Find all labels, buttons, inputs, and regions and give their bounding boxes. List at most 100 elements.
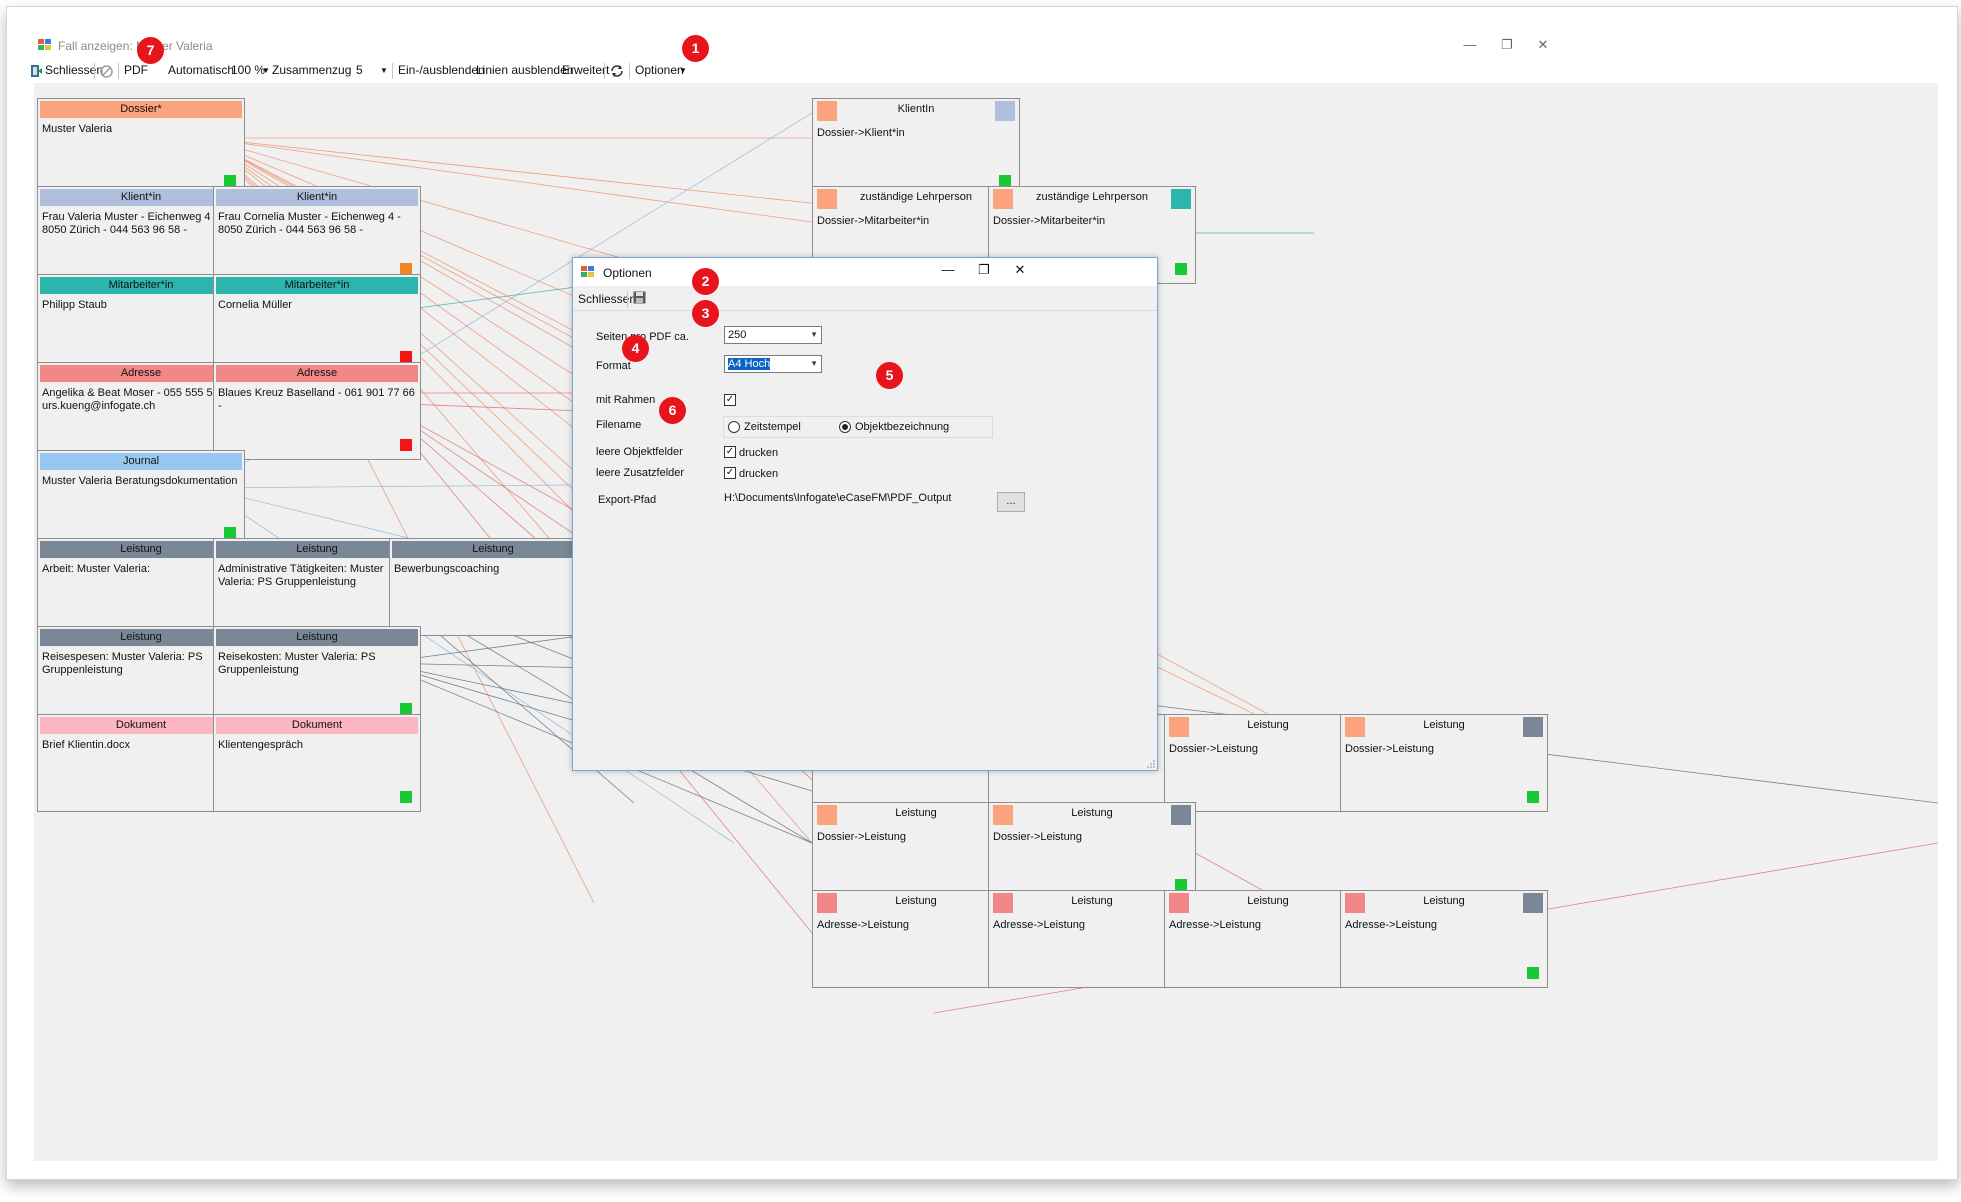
badge-1: 1	[682, 35, 709, 62]
main-window: Fall anzeigen: Muster Valeria — ❐ ✕ Schl…	[31, 31, 1938, 1161]
objname-radio[interactable]	[839, 421, 851, 433]
source-color-chip	[817, 101, 837, 121]
hide-lines-button[interactable]: Linien ausblenden	[476, 63, 574, 77]
node-header: Leistung	[1423, 895, 1465, 907]
node-header: Leistung	[216, 541, 418, 558]
chevron-down-icon: ▼	[810, 359, 818, 368]
status-indicator	[400, 351, 412, 363]
dialog-close-text-button[interactable]: Schliessen	[578, 292, 637, 306]
collapse-dropdown-arrow-icon[interactable]: ▼	[380, 66, 388, 75]
refresh-icon[interactable]	[610, 64, 624, 78]
options-dropdown-arrow-icon[interactable]: ▼	[679, 66, 687, 75]
collapse-threshold-dropdown[interactable]: 5	[354, 63, 390, 78]
timestamp-radio-label[interactable]: Zeitstempel	[744, 421, 801, 433]
cancel-icon[interactable]	[100, 65, 113, 78]
node-header: Klient*in	[40, 189, 242, 206]
node-text: Klientengespräch	[218, 739, 304, 751]
zoom-dropdown-arrow-icon[interactable]: ▼	[262, 66, 270, 75]
entity-node[interactable]: Dossier*Muster Valeria	[37, 98, 245, 196]
toolbar-separator	[392, 63, 393, 79]
target-color-chip	[1171, 189, 1191, 209]
dialog-toolbar-divider	[573, 310, 1157, 311]
resize-grip-icon[interactable]	[1147, 760, 1155, 768]
empty-extra-checkbox[interactable]: ✓	[724, 467, 736, 479]
node-header: Dokument	[216, 717, 418, 734]
empty-extra-label: leere Zusatzfelder	[596, 467, 685, 479]
dialog-close-button[interactable]: ✕	[1014, 262, 1026, 277]
node-header: Leistung	[895, 807, 937, 819]
auto-button[interactable]: Automatisch	[168, 63, 235, 77]
status-indicator	[999, 175, 1011, 187]
options-button[interactable]: Optionen	[635, 63, 684, 77]
node-text: Frau Valeria Muster - Eichenweg 4 - 8050…	[42, 211, 218, 236]
node-text: Angelika & Beat Moser - 055 555 55 55 - …	[42, 387, 241, 412]
node-text: Dossier->Leistung	[817, 831, 906, 843]
frame-checkbox[interactable]: ✓	[724, 394, 736, 406]
toolbar: Schliessen PDF Automatisch 100 % ▼ Zusam…	[31, 57, 1938, 83]
format-dropdown[interactable]: A4 Hoch ▼	[724, 355, 822, 373]
node-header: Adresse	[216, 365, 418, 382]
source-color-chip	[993, 893, 1013, 913]
close-button[interactable]: Schliessen	[45, 63, 104, 77]
title-bar: Fall anzeigen: Muster Valeria — ❐ ✕	[34, 31, 1938, 61]
save-icon[interactable]	[633, 291, 646, 304]
node-text: Arbeit: Muster Valeria:	[42, 563, 151, 575]
collapse-label: Zusammenzug ab	[272, 63, 369, 77]
restore-button[interactable]: ❐	[1501, 37, 1513, 52]
source-color-chip	[817, 805, 837, 825]
node-text: Frau Cornelia Muster - Eichenweg 4 - 805…	[218, 211, 401, 236]
pages-per-pdf-dropdown[interactable]: 250▼	[724, 326, 822, 344]
extended-button[interactable]: Erweitert	[562, 63, 610, 77]
browse-button[interactable]: ...	[997, 492, 1025, 512]
close-window-button[interactable]: ✕	[1537, 37, 1549, 52]
status-indicator	[1527, 791, 1539, 803]
empty-extra-check-label[interactable]: drucken	[739, 468, 779, 480]
status-indicator	[1175, 263, 1187, 275]
badge-3: 3	[692, 300, 719, 327]
status-indicator	[400, 791, 412, 803]
node-text: Muster Valeria	[42, 123, 113, 135]
timestamp-radio[interactable]	[728, 421, 740, 433]
minimize-button[interactable]: —	[1463, 37, 1477, 52]
badge-4: 4	[622, 335, 649, 362]
pdf-button[interactable]: PDF	[124, 63, 148, 77]
node-text: Adresse->Leistung	[817, 919, 910, 931]
objname-radio-label[interactable]: Objektbezeichnung	[855, 421, 950, 433]
node-text: Adresse->Leistung	[1345, 919, 1438, 931]
toggle-button[interactable]: Ein-/ausblenden	[398, 63, 485, 77]
empty-fields-checkbox[interactable]: ✓	[724, 446, 736, 458]
zoom-dropdown[interactable]: 100 %	[231, 63, 266, 77]
empty-fields-check-label[interactable]: drucken	[739, 447, 779, 459]
source-color-chip	[993, 805, 1013, 825]
node-text: Dossier->Leistung	[1345, 743, 1434, 755]
format-value: A4 Hoch	[728, 358, 771, 370]
target-color-chip	[1523, 717, 1543, 737]
node-header: Leistung	[40, 541, 242, 558]
toolbar-separator	[629, 63, 630, 79]
node-text: Administrative Tätigkeiten: Muster Valer…	[218, 563, 384, 588]
badge-6: 6	[659, 397, 686, 424]
dialog-maximize-button[interactable]: ❐	[978, 262, 990, 277]
chevron-down-icon: ▼	[810, 330, 818, 339]
dialog-minimize-button[interactable]: —	[941, 262, 955, 277]
